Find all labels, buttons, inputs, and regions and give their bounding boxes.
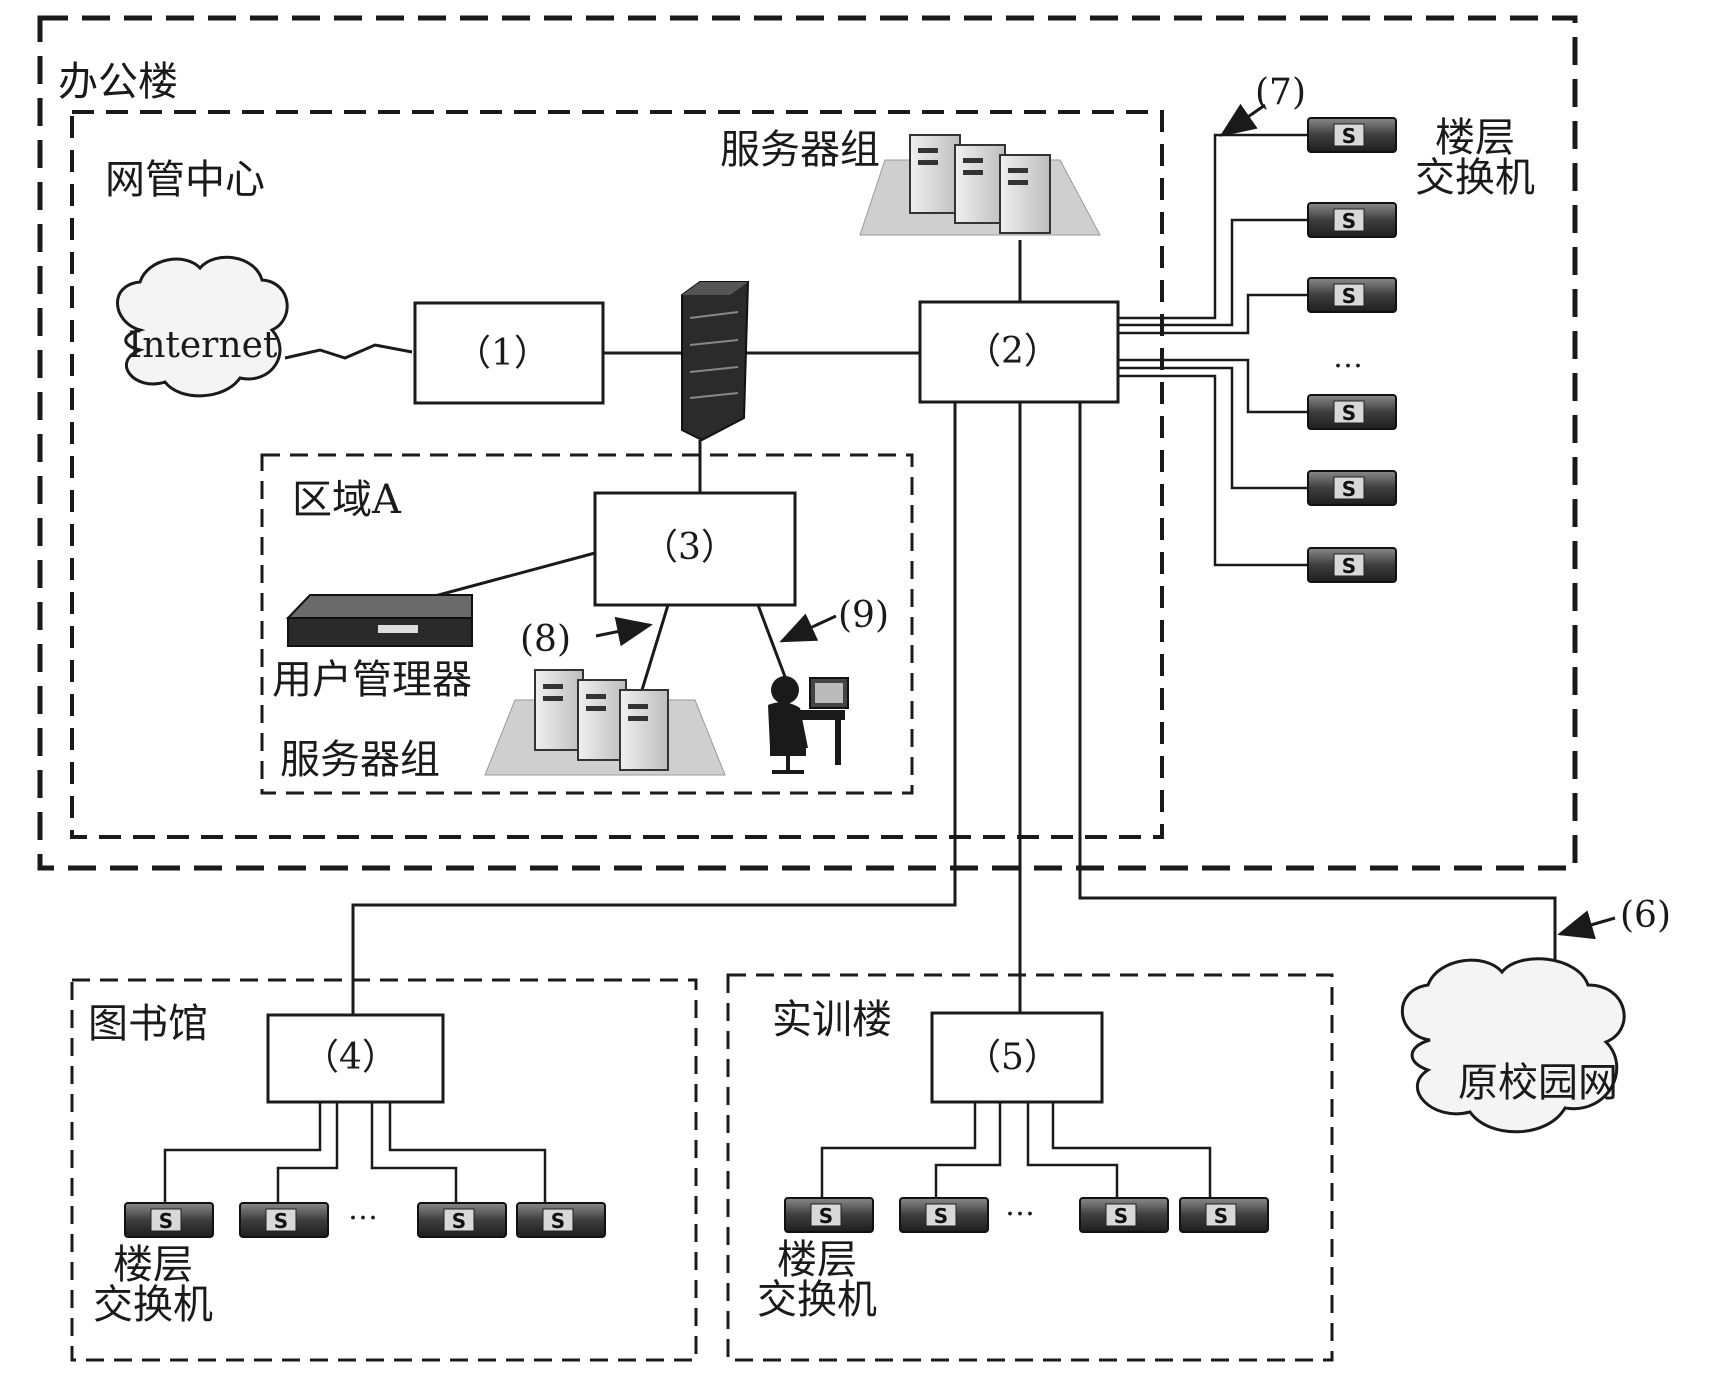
nmc-boundary [70, 110, 1164, 839]
floor-switch-library-label: 楼层 交换机 [93, 1242, 213, 1328]
switch-mark-label: S [934, 1204, 948, 1228]
box3-label: （3） [642, 527, 737, 568]
campus-network-cloud [1400, 957, 1626, 1134]
floor-switch-icon: S [1307, 202, 1397, 238]
switch-mark-label: S [1342, 477, 1356, 501]
annotation-arrows [595, 103, 1616, 940]
arrow-8 [595, 616, 653, 647]
switch-mark-label: S [551, 1209, 565, 1233]
floor-switch-icon: S [1307, 277, 1397, 313]
floor-switch-icon: S [1179, 1197, 1269, 1233]
box4-label: （4） [303, 1037, 398, 1078]
arrow-9 [779, 613, 837, 643]
ellipsis-right: … [1333, 340, 1367, 375]
switch-mark-label: S [1214, 1204, 1228, 1228]
annotation-6: (6) [1620, 895, 1671, 936]
device-box-1 [413, 301, 605, 405]
switch-mark-label: S [1342, 284, 1356, 308]
link-box3-workstation [756, 604, 792, 691]
box2-floor-switch-links [1118, 133, 1308, 567]
box1-label: （1） [455, 333, 550, 374]
training-building-boundary [726, 973, 1334, 1362]
floor-switches: S S S S S S S S S S S S S S [124, 117, 1397, 1238]
link-box2-campus [1078, 402, 1557, 978]
floor-switch-icon: S [1307, 394, 1397, 430]
server-group-a-label: 服务器组 [280, 737, 440, 783]
user-manager-label: 用户管理器 [272, 657, 472, 703]
internet-label: Internet [128, 325, 278, 366]
link-box3-usermanager [419, 551, 596, 602]
floor-switch-icon: S [784, 1197, 874, 1233]
arrow-7 [1219, 103, 1266, 137]
floor-switch-icon: S [1307, 547, 1397, 583]
switch-mark-label: S [1342, 554, 1356, 578]
office-building-boundary [37, 15, 1578, 871]
library-switch-links [163, 1102, 547, 1210]
switch-mark-label: S [1342, 401, 1356, 425]
floor-switch-right-label: 楼层 交换机 [1415, 115, 1535, 201]
device-box-4 [266, 1013, 445, 1104]
workstation-icon [768, 676, 849, 774]
switch-mark-label: S [1342, 124, 1356, 148]
floor-switch-icon: S [1307, 117, 1397, 153]
floor-switch-icon: S [899, 1197, 989, 1233]
floor-switch-training-label: 楼层 交换机 [757, 1237, 877, 1323]
firewall-icon [681, 281, 750, 442]
links [284, 240, 1557, 1015]
floor-switch-icon: S [239, 1202, 329, 1238]
library-label: 图书馆 [88, 1001, 208, 1047]
link-box3-servers-a [640, 604, 670, 691]
floor-switch-icon: S [1307, 470, 1397, 506]
device-boxes [266, 300, 1120, 1104]
internet-cloud [116, 255, 289, 398]
switch-mark-label: S [1114, 1204, 1128, 1228]
zone-boundaries [37, 15, 1578, 1362]
annotation-9: (9) [838, 595, 889, 636]
internet-wan-link [284, 343, 413, 360]
area-a-label: 区域A [292, 477, 401, 523]
device-box-2 [918, 300, 1120, 404]
box2-label: （2） [965, 331, 1060, 372]
user-manager-icon [285, 594, 473, 647]
ellipsis-library: … [348, 1192, 382, 1227]
device-box-5 [930, 1011, 1104, 1104]
ellipsis-training: … [1005, 1188, 1039, 1223]
library-boundary [70, 978, 698, 1362]
annotation-7: (7) [1255, 72, 1306, 113]
nmc-label: 网管中心 [105, 157, 265, 203]
switch-mark-label: S [1342, 209, 1356, 233]
training-switch-links [820, 1102, 1212, 1205]
training-building-label: 实训楼 [772, 997, 892, 1043]
server-group-top-label: 服务器组 [720, 127, 880, 173]
floor-switch-icon: S [516, 1202, 606, 1238]
server-rack-icon-top [859, 134, 1101, 236]
server-rack-icon-area-a [484, 669, 726, 776]
campus-network-label: 原校园网 [1458, 1060, 1618, 1106]
device-box-3 [593, 491, 797, 607]
link-box2-library [351, 402, 957, 1015]
floor-switch-icon: S [1079, 1197, 1169, 1233]
switch-mark-label: S [159, 1209, 173, 1233]
arrow-6 [1557, 910, 1616, 940]
office-building-label: 办公楼 [58, 59, 178, 105]
floor-switch-icon: S [124, 1202, 214, 1238]
switch-mark-label: S [819, 1204, 833, 1228]
area-a-boundary [260, 453, 914, 795]
floor-switch-icon: S [417, 1202, 507, 1238]
switch-mark-label: S [274, 1209, 288, 1233]
annotation-8: (8) [520, 619, 571, 660]
box5-label: （5） [965, 1037, 1060, 1078]
switch-mark-label: S [452, 1209, 466, 1233]
